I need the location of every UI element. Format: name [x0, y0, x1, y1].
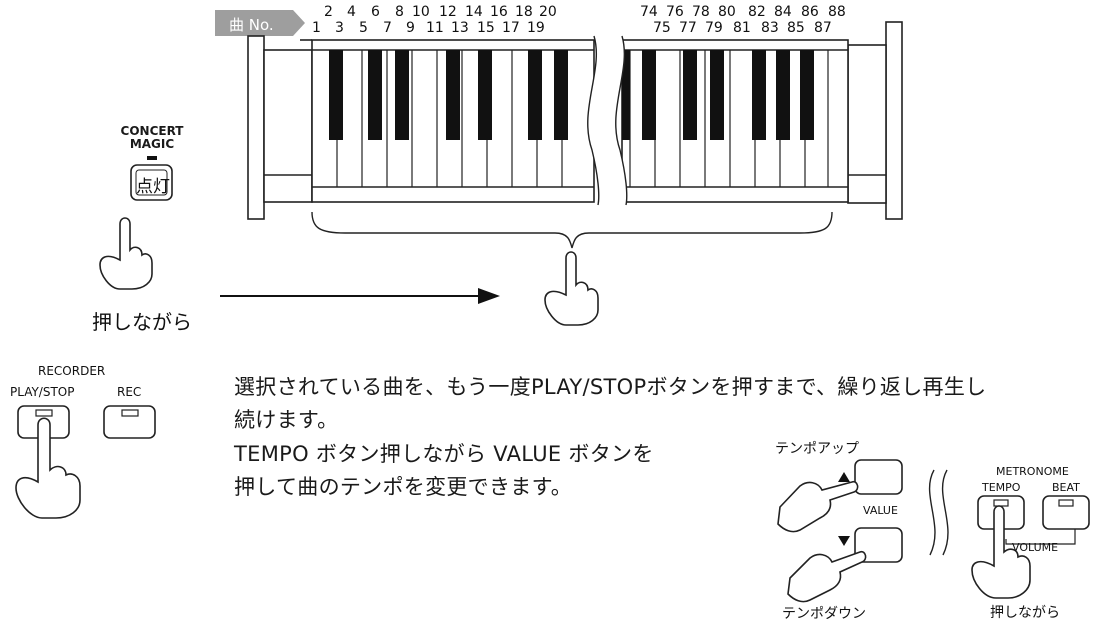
song-number-label: 曲 No.: [229, 16, 274, 34]
volume-bracket: [1005, 529, 1076, 545]
song-number: 76: [666, 4, 684, 20]
song-number: 14: [465, 4, 483, 20]
arrow-head-icon: [478, 288, 500, 304]
description-line2: 続けます。: [234, 408, 339, 432]
song-number: 4: [347, 4, 356, 20]
value-down-button[interactable]: [854, 527, 903, 563]
song-number: 84: [774, 4, 792, 20]
hold-label-right: 押しながら: [990, 605, 1060, 621]
song-number: 5: [359, 20, 368, 36]
song-number: 7: [383, 20, 392, 36]
hand-pointer-icon: [544, 251, 599, 326]
recorder-title: RECORDER: [38, 364, 106, 378]
hand-pointer-icon: [15, 417, 81, 519]
beat-label: BEAT: [1052, 481, 1080, 494]
value-label: VALUE: [863, 504, 898, 517]
description-line3: TEMPO ボタン押しながら VALUE ボタンを: [234, 442, 654, 466]
play-stop-label: PLAY/STOP: [10, 385, 75, 399]
song-number-tag: [215, 10, 305, 36]
concert-magic-line1: CONCERT: [120, 124, 184, 138]
song-number: 17: [502, 20, 520, 36]
description-line4: 押して曲のテンポを変更できます。: [234, 475, 573, 499]
rec-button[interactable]: [103, 405, 156, 439]
hand-pointer-icon: [787, 550, 867, 603]
song-number: 20: [539, 4, 557, 20]
tempo-down-label: テンポダウン: [782, 606, 866, 622]
song-number: 11: [426, 20, 444, 36]
song-number: 75: [653, 20, 671, 36]
concert-magic-button-label: 点灯: [136, 177, 170, 197]
song-number: 10: [412, 4, 430, 20]
black-keys-right: [622, 50, 814, 140]
description-line1: 選択されている曲を、もう一度PLAY/STOPボタンを押すまで、繰り返し再生し: [234, 375, 987, 399]
concert-magic-line2: MAGIC: [129, 137, 175, 151]
song-number: 74: [640, 4, 658, 20]
song-number: 88: [828, 4, 846, 20]
down-triangle-icon: [838, 536, 850, 546]
song-number: 19: [527, 20, 545, 36]
up-triangle-icon: [838, 472, 850, 482]
tempo-up-label: テンポアップ: [775, 441, 859, 457]
black-keys-left: [329, 50, 568, 140]
volume-label: VOLUME: [1012, 541, 1059, 554]
song-number: 3: [335, 20, 344, 36]
song-number: 16: [490, 4, 508, 20]
song-number: 18: [515, 4, 533, 20]
keyboard-break: [587, 36, 627, 205]
beat-button[interactable]: [1042, 495, 1090, 530]
hand-pointer-icon: [777, 480, 859, 533]
song-number: 82: [748, 4, 766, 20]
song-number: 80: [718, 4, 736, 20]
song-number: 6: [371, 4, 380, 20]
song-number: 12: [439, 4, 457, 20]
rec-label: REC: [117, 385, 142, 399]
song-number: 79: [705, 20, 723, 36]
song-number: 8: [395, 4, 404, 20]
concert-magic-button[interactable]: [130, 164, 173, 201]
song-number: 85: [787, 20, 805, 36]
song-number: 13: [451, 20, 469, 36]
metronome-title: METRONOME: [996, 465, 1069, 478]
song-number: 15: [477, 20, 495, 36]
led-indicator-icon: [147, 156, 157, 160]
song-number: 86: [801, 4, 819, 20]
song-number: 83: [761, 20, 779, 36]
separator: [928, 469, 936, 556]
key-range-brace: [311, 211, 833, 249]
hold-label-left: 押しながら: [92, 310, 192, 334]
song-number: 81: [733, 20, 751, 36]
song-number: 9: [406, 20, 415, 36]
value-up-button[interactable]: [854, 459, 903, 495]
hand-pointer-icon: [971, 505, 1031, 599]
song-number: 87: [814, 20, 832, 36]
song-number: 78: [692, 4, 710, 20]
concert-magic-title: CONCERT MAGIC: [102, 125, 202, 151]
keyboard-illustration: [247, 21, 903, 220]
song-number: 1: [312, 20, 321, 36]
hand-pointer-icon: [99, 217, 153, 290]
song-number: 77: [679, 20, 697, 36]
song-number: 2: [324, 4, 333, 20]
tempo-label: TEMPO: [982, 481, 1021, 494]
